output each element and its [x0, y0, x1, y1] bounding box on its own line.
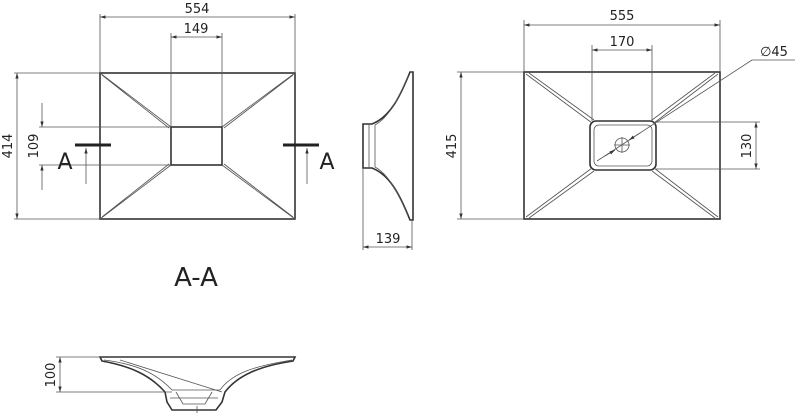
drain-outline	[170, 126, 223, 166]
drain-width-dimension: 170	[610, 35, 635, 50]
basin-outline	[523, 71, 721, 220]
svg-text:A: A	[319, 150, 334, 175]
top-view-right: 555 170 415 130 ∅45	[445, 9, 795, 220]
drain-width-dimension: 149	[184, 22, 209, 37]
svg-text:A: A	[57, 150, 72, 175]
section-view: 100	[44, 356, 297, 413]
height-dimension: 414	[1, 134, 16, 159]
section-mark-left: A	[57, 143, 111, 184]
basin-slopes	[99, 72, 296, 220]
drain-outline	[589, 120, 657, 171]
drain-height-dimension: 109	[27, 134, 42, 159]
section-height-dimension: 100	[44, 363, 59, 388]
depth-dimension: 139	[376, 232, 401, 247]
height-dimension: 415	[445, 134, 460, 159]
top-view-left: 554 149 414 109 A A	[1, 2, 335, 220]
drain-height-dimension: 130	[740, 134, 755, 159]
width-dimension: 554	[185, 2, 210, 17]
hole-diameter-dimension: ∅45	[760, 45, 788, 60]
section-mark-right: A	[283, 143, 335, 184]
width-dimension: 555	[610, 9, 635, 24]
side-view: 139	[362, 71, 414, 250]
section-label: A-A	[174, 263, 218, 293]
